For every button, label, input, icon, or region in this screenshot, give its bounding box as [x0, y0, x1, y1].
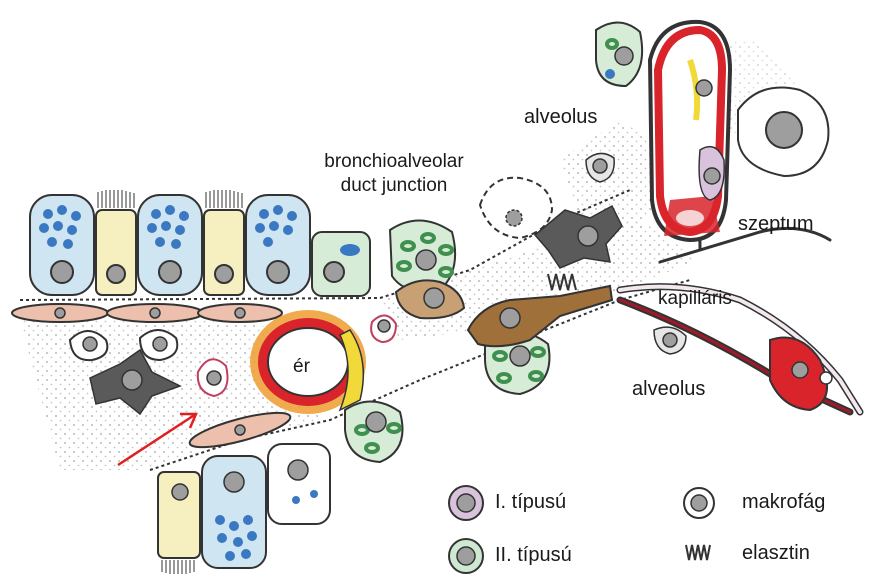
- legend-symbols: [449, 486, 714, 573]
- capillary-lower: [770, 338, 832, 411]
- label-alveolus-bottom: alveolus: [632, 378, 705, 401]
- label-er: ér: [293, 356, 310, 378]
- legend-type1: I. típusú: [495, 491, 566, 514]
- label-kapillaris: kapilláris: [658, 288, 732, 310]
- bronchiolar-epithelium-upper: [30, 190, 370, 296]
- septal-cell-large: [738, 88, 828, 177]
- label-junction-line2: duct junction: [304, 174, 484, 198]
- legend-macrophage: makrofág: [742, 491, 825, 514]
- label-junction: bronchioalveolar duct junction: [304, 150, 484, 198]
- legend-elastin: elasztin: [742, 542, 810, 565]
- label-alveolus-top: alveolus: [524, 106, 597, 129]
- bronchiolar-epithelium-lower: [158, 444, 330, 574]
- capillary-loop: [650, 22, 730, 240]
- label-junction-line1: bronchioalveolar: [304, 150, 484, 174]
- dashed-cell: [480, 178, 552, 238]
- legend-type2: II. típusú: [495, 544, 572, 567]
- label-szeptum: szeptum: [738, 213, 814, 236]
